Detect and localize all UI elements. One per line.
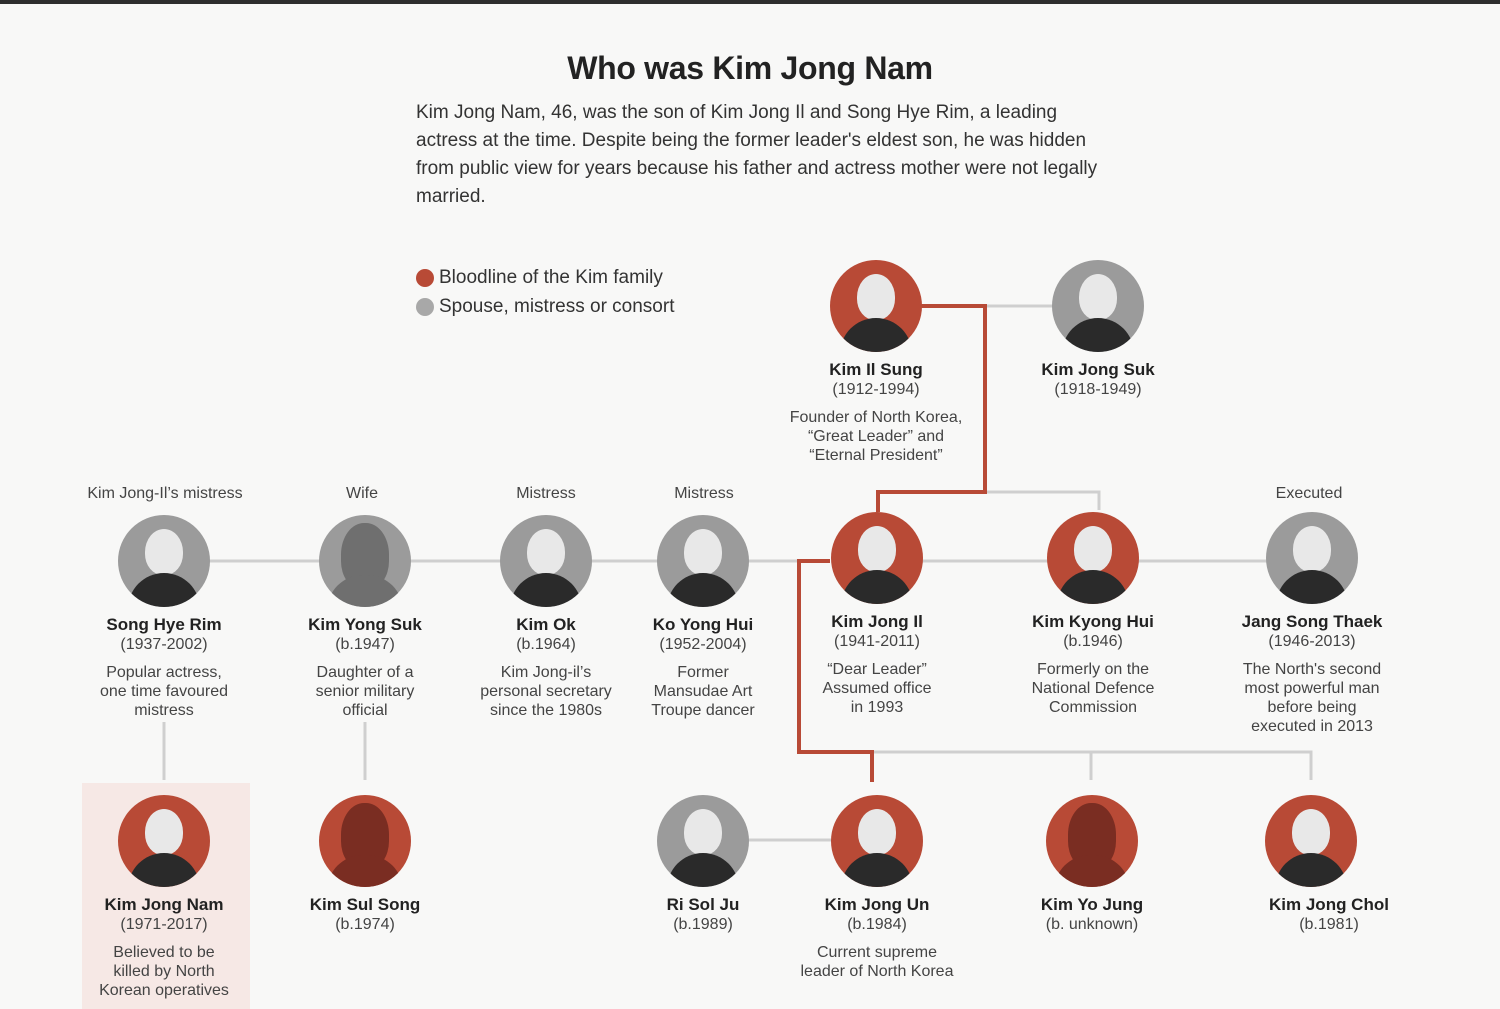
tag-label: Mistress <box>516 485 576 502</box>
portrait-icon <box>830 260 922 352</box>
silhouette-icon <box>319 795 411 887</box>
tag-label: Mistress <box>674 485 734 502</box>
legend-item-bloodline: Bloodline of the Kim family <box>416 263 674 292</box>
spouse-swatch-icon <box>416 297 434 316</box>
person-years: (1918-1949) <box>1054 381 1142 398</box>
person-kim-sul-song: Kim Sul Song (b.1974) <box>260 795 470 935</box>
tag-label: Kim Jong-Il’s mistress <box>87 485 243 502</box>
person-name: Ko Yong Hui <box>652 615 754 634</box>
tag-label: Executed <box>1275 485 1343 502</box>
portrait-icon <box>118 795 210 887</box>
person-years: (b.1947) <box>335 636 395 653</box>
portrait-icon <box>500 515 592 607</box>
person-description: “Dear Leader” Assumed office in 1993 <box>822 661 932 716</box>
silhouette-icon <box>1046 795 1138 887</box>
person-description: Current supreme leader of North Korea <box>800 944 954 980</box>
person-name: Kim Jong Un <box>824 895 930 914</box>
person-years: (b.1974) <box>335 916 395 933</box>
person-name: Kim Ok <box>516 615 576 634</box>
person-years: (b.1981) <box>1299 916 1359 933</box>
person-years: (1912-1994) <box>832 381 920 398</box>
person-years: (1946-2013) <box>1268 633 1356 650</box>
page-title: Who was Kim Jong Nam <box>567 50 933 86</box>
person-years: (1937-2002) <box>120 636 208 653</box>
legend-item-spouse: Spouse, mistress or consort <box>416 292 674 321</box>
person-kim-jong-suk: Kim Jong Suk (1918-1949) <box>993 260 1203 400</box>
portrait-icon <box>1052 260 1144 352</box>
person-description: Popular actress, one time favoured mistr… <box>99 664 229 719</box>
person-years: (b.1946) <box>1063 633 1123 650</box>
person-kim-jong-un: Kim Jong Un (b.1984) Current supreme lea… <box>772 795 982 981</box>
person-years: (1971-2017) <box>120 916 208 933</box>
portrait-icon <box>831 512 923 604</box>
legend-label: Bloodline of the Kim family <box>439 266 663 288</box>
person-description: Former Mansudae Art Troupe dancer <box>651 664 755 719</box>
person-kim-ok: Kim Ok (b.1964) Kim Jong-il’s personal s… <box>441 515 651 720</box>
person-description: Kim Jong-il’s personal secretary since t… <box>480 664 612 719</box>
portrait-icon <box>1266 512 1358 604</box>
bloodline-swatch-icon <box>416 268 434 287</box>
person-name: Kim Jong Nam <box>104 895 224 914</box>
person-name: Kim Jong Chol <box>1269 895 1389 914</box>
child-line <box>985 490 1101 510</box>
portrait-icon <box>118 515 210 607</box>
person-kim-jong-nam: Kim Jong Nam (1971-2017) Believed to be … <box>59 795 269 1000</box>
person-years: (b.1989) <box>673 916 733 933</box>
person-years: (b.1984) <box>847 916 907 933</box>
person-name: Kim Il Sung <box>829 360 923 379</box>
person-name: Ri Sol Ju <box>666 895 740 914</box>
person-name: Kim Sul Song <box>309 895 421 914</box>
person-song-hye-rim: Song Hye Rim (1937-2002) Popular actress… <box>59 515 269 720</box>
person-kim-jong-chol: Kim Jong Chol (b.1981) <box>1206 795 1416 935</box>
person-ko-yong-hui: Ko Yong Hui (1952-2004) Former Mansudae … <box>598 515 808 720</box>
child-line <box>872 750 1313 780</box>
legend: Bloodline of the Kim family Spouse, mist… <box>416 263 674 321</box>
person-name: Kim Yo Jung <box>1040 895 1144 914</box>
person-name: Song Hye Rim <box>106 615 222 634</box>
portrait-icon <box>657 515 749 607</box>
person-name: Kim Kyong Hui <box>1032 612 1154 631</box>
person-years: (b.1964) <box>516 636 576 653</box>
person-description: Formerly on the National Defence Commiss… <box>1031 661 1155 716</box>
portrait-icon <box>657 795 749 887</box>
person-kim-yo-jung: Kim Yo Jung (b. unknown) <box>987 795 1197 935</box>
bloodline-path <box>797 559 874 782</box>
person-name: Kim Jong Suk <box>1041 360 1155 379</box>
person-description: Believed to be killed by North Korean op… <box>99 944 229 999</box>
person-kim-yong-suk: Kim Yong Suk (b.1947) Daughter of a seni… <box>260 515 470 720</box>
person-kim-il-sung: Kim Il Sung (1912-1994) Founder of North… <box>771 260 981 465</box>
tag-label: Wife <box>346 485 378 502</box>
silhouette-icon <box>319 515 411 607</box>
person-name: Jang Song Thaek <box>1241 612 1383 631</box>
person-years: (1952-2004) <box>659 636 747 653</box>
top-rule <box>0 0 1500 4</box>
person-ri-sol-ju: Ri Sol Ju (b.1989) <box>598 795 808 935</box>
portrait-icon <box>1047 512 1139 604</box>
person-name: Kim Jong Il <box>831 612 923 631</box>
person-name: Kim Yong Suk <box>308 615 422 634</box>
person-years: (1941-2011) <box>834 633 920 650</box>
portrait-icon <box>831 795 923 887</box>
person-years: (b. unknown) <box>1045 916 1139 933</box>
person-jang-song-thaek: Jang Song Thaek (1946-2013) The North's … <box>1207 512 1417 736</box>
bloodline-path <box>876 304 987 512</box>
person-kim-jong-il: Kim Jong Il (1941-2011) “Dear Leader” As… <box>772 512 982 717</box>
person-description: Founder of North Korea, “Great Leader” a… <box>789 409 963 464</box>
person-description: The North's second most powerful man bef… <box>1242 661 1382 735</box>
portrait-icon <box>1265 795 1357 887</box>
intro-paragraph: Kim Jong Nam, 46, was the son of Kim Jon… <box>416 102 1098 207</box>
legend-label: Spouse, mistress or consort <box>439 295 675 317</box>
person-description: Daughter of a senior military official <box>315 664 415 719</box>
person-kim-kyong-hui: Kim Kyong Hui (b.1946) Formerly on the N… <box>988 512 1198 717</box>
